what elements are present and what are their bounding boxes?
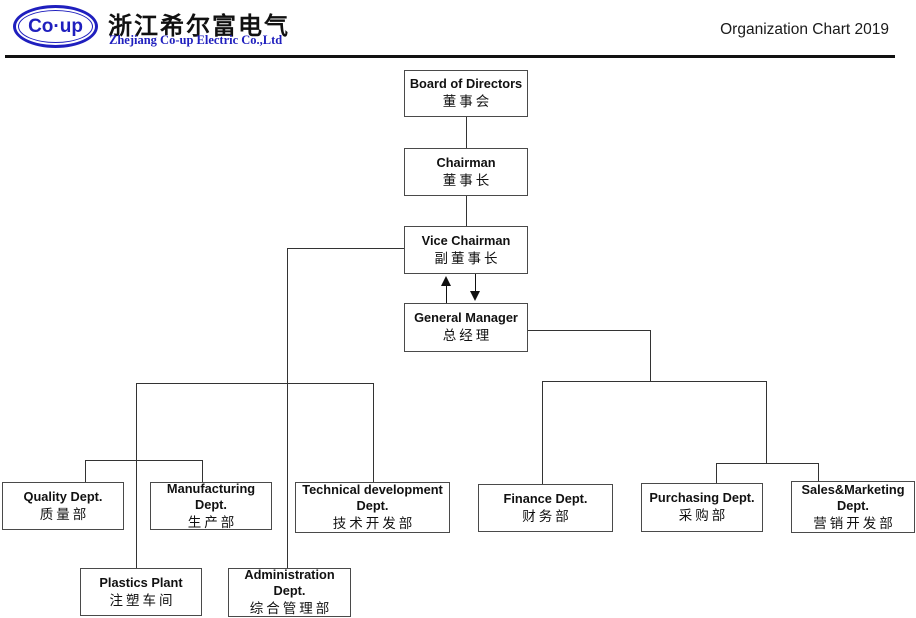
org-node-title-en: Vice Chairman: [421, 232, 511, 248]
org-node-vice-chairman: Vice Chairman 副董事长: [404, 226, 528, 274]
connector-line: [85, 460, 202, 461]
connector-line: [202, 460, 203, 482]
org-node-title-en: Plastics Plant: [99, 574, 183, 590]
org-node-title-en: Sales&Marketing: [801, 481, 905, 497]
connector-line: [287, 248, 288, 568]
page-title: Organization Chart 2019: [720, 21, 889, 38]
org-node-title-cn: 注塑车间: [109, 592, 176, 608]
org-node-general-manager: General Manager 总经理: [404, 303, 528, 352]
org-node-title-cn: 营销开发部: [813, 515, 896, 531]
org-node-title-en: Dept.: [195, 496, 227, 512]
org-node-title-cn: 综合管理部: [249, 601, 333, 616]
org-node-finance-dept: Finance Dept. 财务部: [478, 484, 613, 532]
connector-line: [373, 383, 374, 482]
org-node-title-en: Dept.: [837, 497, 869, 513]
arrow-down-icon: [470, 274, 481, 301]
org-node-quality-dept: Quality Dept. 质量部: [2, 482, 124, 530]
arrowhead: [441, 276, 451, 286]
arrowhead: [470, 291, 480, 301]
arrow-up-icon: [441, 276, 452, 303]
org-node-chairman: Chairman 董事长: [404, 148, 528, 196]
connector-line: [287, 248, 404, 249]
connector-line: [818, 463, 819, 481]
org-node-title-en: Manufacturing: [166, 480, 256, 496]
org-node-board-of-directors: Board of Directors 董事会: [404, 70, 528, 117]
logo-text: Co·up: [28, 15, 83, 37]
org-node-title-en: Quality Dept.: [23, 488, 103, 504]
connector-line: [650, 330, 651, 381]
org-node-title-cn: 总经理: [442, 328, 493, 343]
connector-line: [716, 463, 818, 464]
org-node-title-cn: 董事长: [442, 172, 493, 188]
org-node-title-cn: 董事会: [442, 94, 493, 109]
org-node-title-cn: 财务部: [522, 508, 572, 524]
org-node-title-cn: 技术开发部: [332, 516, 416, 531]
org-node-title-en: Purchasing Dept.: [649, 490, 755, 505]
header-divider: [5, 55, 895, 58]
connector-line: [528, 330, 650, 331]
connector-line: [542, 381, 543, 484]
connector-line: [542, 381, 766, 382]
connector-line: [136, 383, 137, 568]
arrow-shaft: [474, 274, 477, 293]
org-node-title-en: Dept.: [356, 498, 389, 513]
org-node-title-cn: 质量部: [39, 506, 90, 522]
org-node-purchasing-dept: Purchasing Dept. 采购部: [641, 483, 763, 532]
org-node-title-en: Dept.: [273, 583, 306, 598]
org-node-title-en: Administration: [244, 567, 335, 582]
org-node-title-en: Technical development: [302, 482, 443, 497]
org-node-title-cn: 生产部: [187, 514, 238, 530]
org-node-title-en: Board of Directors: [409, 76, 523, 91]
connector-line: [136, 383, 373, 384]
connector-line: [716, 463, 717, 483]
org-node-title-en: Finance Dept.: [503, 490, 588, 506]
connector-line: [766, 381, 767, 463]
logo-ellipse-icon: [18, 10, 93, 43]
connector-line: [466, 196, 467, 226]
org-node-plastics-plant: Plastics Plant 注塑车间: [80, 568, 202, 616]
connector-line: [466, 117, 467, 148]
org-node-title-cn: 采购部: [678, 508, 729, 523]
connector-line: [85, 460, 86, 482]
org-node-title-en: General Manager: [414, 310, 518, 325]
arrow-shaft: [445, 284, 448, 303]
company-name-english: Zhejiang Co-up Electric Co.,Ltd: [109, 33, 283, 47]
company-logo: Co·up: [13, 5, 98, 48]
org-node-title-cn: 副董事长: [434, 250, 501, 266]
org-node-title-en: Chairman: [436, 154, 496, 170]
company-name-chinese: 浙江希尔富电气: [108, 13, 290, 40]
